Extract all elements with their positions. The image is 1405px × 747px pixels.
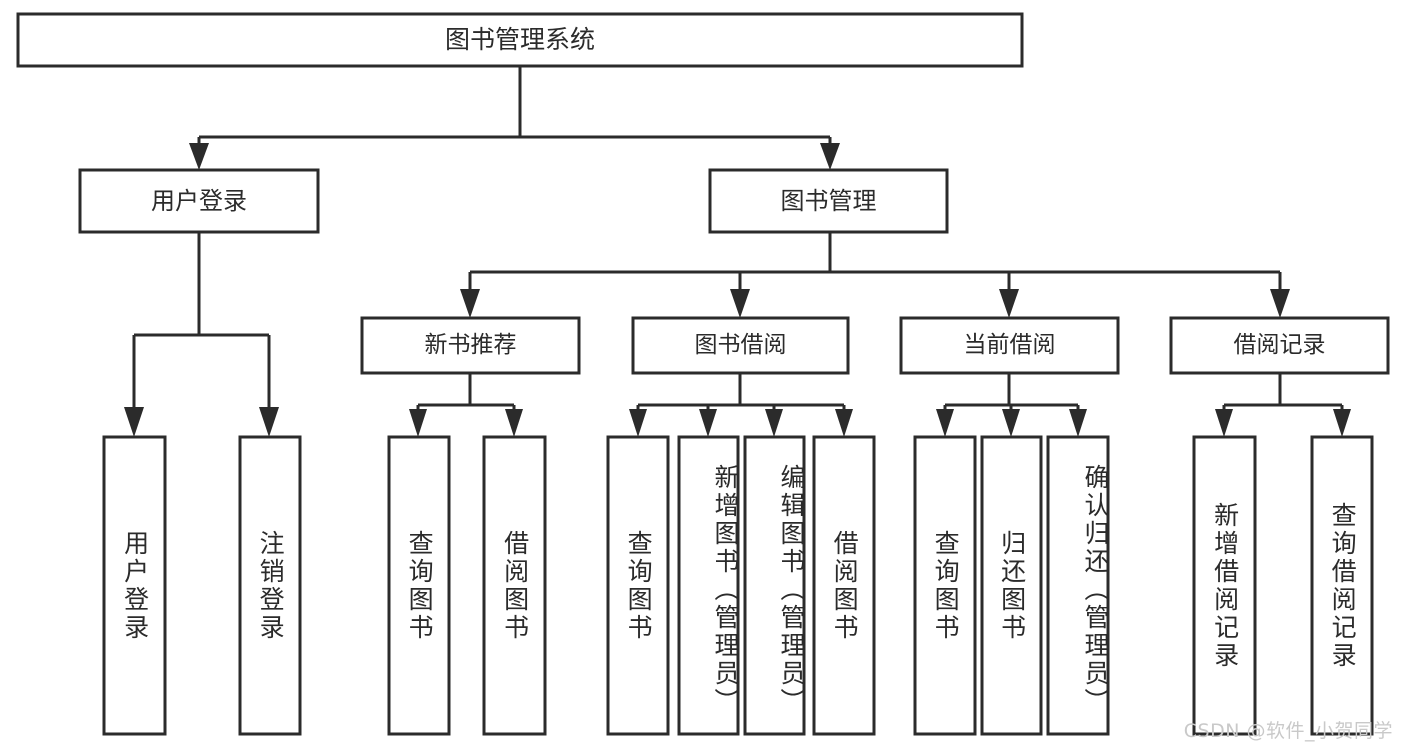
arrow-to-current-borrow (999, 289, 1019, 318)
node-box-root[interactable] (16, 12, 1024, 68)
arrow-to-leaf-query-book-2 (629, 409, 647, 437)
node-box-leaf-query-record[interactable] (1310, 435, 1374, 736)
arrow-to-new-book-recommend (460, 289, 480, 318)
arrow-to-leaf-return-book (1002, 409, 1020, 437)
arrow-to-leaf-borrow-book-1 (505, 409, 523, 437)
arrow-root-to-book-management (820, 143, 840, 170)
node-box-leaf-query-book-3[interactable] (913, 435, 977, 736)
connector-user-login-to-leaves (124, 232, 279, 437)
node-box-user-login[interactable] (78, 168, 320, 234)
arrow-to-leaf-edit-book (765, 409, 783, 437)
node-box-leaf-add-record[interactable] (1192, 435, 1257, 736)
connector-book-borrow-to-leaves (629, 373, 853, 437)
connector-root-to-level2 (189, 66, 840, 170)
arrow-to-leaf-borrow-book-2 (835, 409, 853, 437)
arrow-to-book-borrow (730, 289, 750, 318)
node-box-current-borrow[interactable] (899, 316, 1120, 375)
node-box-new-book-recommend[interactable] (360, 316, 581, 375)
node-box-leaf-user-login[interactable] (102, 435, 167, 736)
node-box-leaf-edit-book[interactable] (743, 435, 806, 736)
connector-current-borrow-to-leaves (936, 373, 1087, 437)
node-box-book-borrow[interactable] (631, 316, 850, 375)
arrow-to-borrow-record (1270, 289, 1290, 318)
arrow-to-leaf-query-record (1333, 409, 1351, 437)
arrow-to-leaf-query-book-1 (409, 409, 427, 437)
node-box-leaf-logout-login[interactable] (238, 435, 302, 736)
arrow-to-leaf-query-book-3 (936, 409, 954, 437)
node-box-leaf-return-book[interactable] (980, 435, 1043, 736)
node-box-leaf-query-book-1[interactable] (387, 435, 451, 736)
arrow-root-to-user-login (189, 143, 209, 170)
node-box-leaf-query-book-2[interactable] (606, 435, 670, 736)
node-box-leaf-borrow-book-1[interactable] (482, 435, 547, 736)
node-box-leaf-add-book[interactable] (677, 435, 740, 736)
connector-borrow-record-to-leaves (1215, 373, 1351, 437)
node-box-leaf-confirm-return[interactable] (1046, 435, 1110, 736)
connector-new-book-recommend-to-leaves (409, 373, 523, 437)
node-box-borrow-record[interactable] (1169, 316, 1390, 375)
watermark-text: CSDN @软件_小贺同学 (1183, 720, 1393, 742)
arrow-to-leaf-add-book (699, 409, 717, 437)
arrow-to-leaf-confirm-return (1069, 409, 1087, 437)
node-box-book-management[interactable] (708, 168, 949, 234)
node-box-leaf-borrow-book-2[interactable] (812, 435, 876, 736)
connector-book-management-to-level3 (460, 232, 1290, 318)
arrow-to-leaf-user-login (124, 407, 144, 437)
arrow-to-leaf-logout-login (259, 407, 279, 437)
arrow-to-leaf-add-record (1215, 409, 1233, 437)
